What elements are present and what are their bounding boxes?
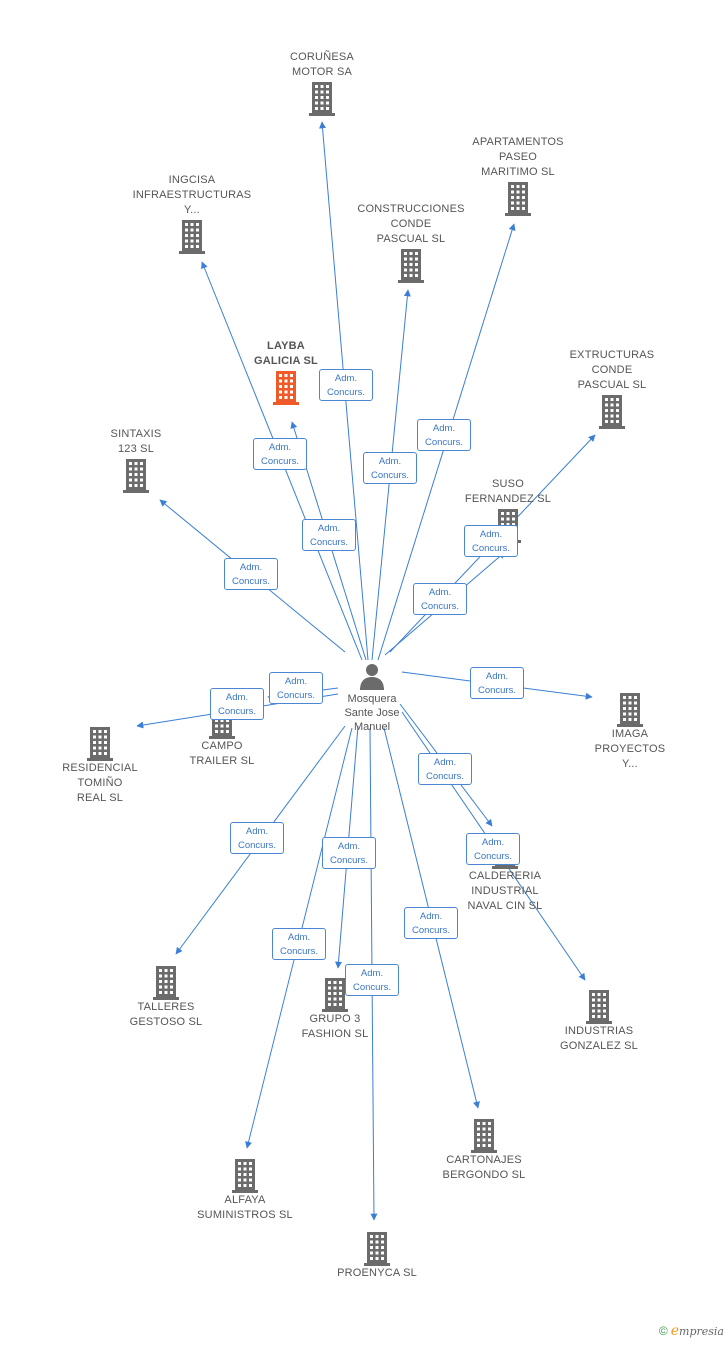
company-name: APARTAMENTOS PASEO MARITIMO SL [472,136,564,178]
person-icon [360,664,384,690]
company-name: CONSTRUCCIONES CONDE PASCUAL SL [357,203,465,245]
badge-adm-concurs-industrias[interactable]: Adm. Concurs. [466,833,520,865]
company-node-imaga[interactable]: IMAGA PROYECTOS Y... [555,691,705,772]
badge-adm-concurs-campo[interactable]: Adm. Concurs. [269,672,323,704]
company-node-grupo3[interactable]: GRUPO 3 FASHION SL [260,976,410,1042]
company-node-sintaxis[interactable]: SINTAXIS 123 SL [61,427,211,493]
company-node-cartonajes[interactable]: CARTONAJES BERGONDO SL [409,1117,559,1183]
building-icon [617,693,643,727]
building-icon [232,1159,258,1193]
company-name: LAYBA GALICIA SL [254,340,318,367]
company-name: CORUÑESA MOTOR SA [290,51,354,78]
badge-adm-concurs-layba[interactable]: Adm. Concurs. [302,519,356,551]
company-node-layba[interactable]: LAYBA GALICIA SL [211,339,361,405]
badge-adm-concurs-imaga[interactable]: Adm. Concurs. [470,667,524,699]
company-node-residencial[interactable]: RESIDENCIAL TOMIÑO REAL SL [25,725,175,806]
badge-adm-concurs-sintaxis[interactable]: Adm. Concurs. [224,558,278,590]
company-name: INGCISA INFRAESTRUCTURAS Y... [132,174,252,216]
company-name: IMAGA PROYECTOS Y... [594,728,666,770]
company-name: INDUSTRIAS GONZALEZ SL [560,1025,638,1052]
badge-adm-concurs-talleres[interactable]: Adm. Concurs. [230,822,284,854]
company-node-extructuras[interactable]: EXTRUCTURAS CONDE PASCUAL SL [537,348,687,429]
building-icon [398,249,424,283]
badge-adm-concurs-proenyca[interactable]: Adm. Concurs. [345,964,399,996]
company-name: SINTAXIS 123 SL [110,428,162,455]
copyright-symbol: © [658,1324,668,1338]
badge-adm-concurs-extructuras[interactable]: Adm. Concurs. [464,525,518,557]
building-icon [123,459,149,493]
building-icon [505,182,531,216]
company-name: CARTONAJES BERGONDO SL [442,1154,526,1181]
building-icon [153,966,179,1000]
person-name: Mosquera Sante Jose Manuel [344,693,400,733]
building-icon [322,978,348,1012]
badge-adm-concurs-suso[interactable]: Adm. Concurs. [413,583,467,615]
building-icon [599,395,625,429]
badge-adm-concurs-grupo3[interactable]: Adm. Concurs. [322,837,376,869]
badge-adm-concurs-residencial[interactable]: Adm. Concurs. [210,688,264,720]
company-name: EXTRUCTURAS CONDE PASCUAL SL [569,349,655,391]
badge-adm-concurs-cartonajes[interactable]: Adm. Concurs. [404,907,458,939]
company-name: CAMPO TRAILER SL [189,740,255,767]
building-icon [87,727,113,761]
building-icon [471,1119,497,1153]
company-node-industrias[interactable]: INDUSTRIAS GONZALEZ SL [524,988,674,1054]
brand-logo: empresia [670,1323,724,1339]
company-node-construcciones[interactable]: CONSTRUCCIONES CONDE PASCUAL SL [336,202,486,283]
person-node-mosquera[interactable]: Mosquera Sante Jose Manuel [312,662,432,734]
company-name: ALFAYA SUMINISTROS SL [197,1194,293,1221]
building-icon [364,1232,390,1266]
footer-brand: ©empresia [659,1323,724,1339]
company-name: TALLERES GESTOSO SL [129,1001,203,1028]
company-name: CALDERERIA INDUSTRIAL NAVAL CIN SL [467,870,543,912]
company-name: RESIDENCIAL TOMIÑO REAL SL [62,762,138,804]
badge-adm-concurs-caldereria[interactable]: Adm. Concurs. [418,753,472,785]
badge-adm-concurs-alfaya[interactable]: Adm. Concurs. [272,928,326,960]
company-name: PROENYCA SL [337,1267,417,1279]
company-node-proenyca[interactable]: PROENYCA SL [302,1230,452,1281]
company-name: SUSO FERNANDEZ SL [464,478,552,505]
badge-adm-concurs-apartamentos[interactable]: Adm. Concurs. [417,419,471,451]
badge-adm-concurs-corunesa[interactable]: Adm. Concurs. [319,369,373,401]
company-node-corunesa[interactable]: CORUÑESA MOTOR SA [247,50,397,116]
company-node-apartamentos[interactable]: APARTAMENTOS PASEO MARITIMO SL [443,135,593,216]
company-node-talleres[interactable]: TALLERES GESTOSO SL [91,964,241,1030]
building-icon [273,371,299,405]
company-name: GRUPO 3 FASHION SL [301,1013,369,1040]
badge-adm-concurs-construcciones[interactable]: Adm. Concurs. [363,452,417,484]
badge-adm-concurs-ingcisa[interactable]: Adm. Concurs. [253,438,307,470]
company-node-alfaya[interactable]: ALFAYA SUMINISTROS SL [170,1157,320,1223]
company-node-ingcisa[interactable]: INGCISA INFRAESTRUCTURAS Y... [117,173,267,254]
building-icon [179,220,205,254]
building-icon [309,82,335,116]
building-icon [586,990,612,1024]
